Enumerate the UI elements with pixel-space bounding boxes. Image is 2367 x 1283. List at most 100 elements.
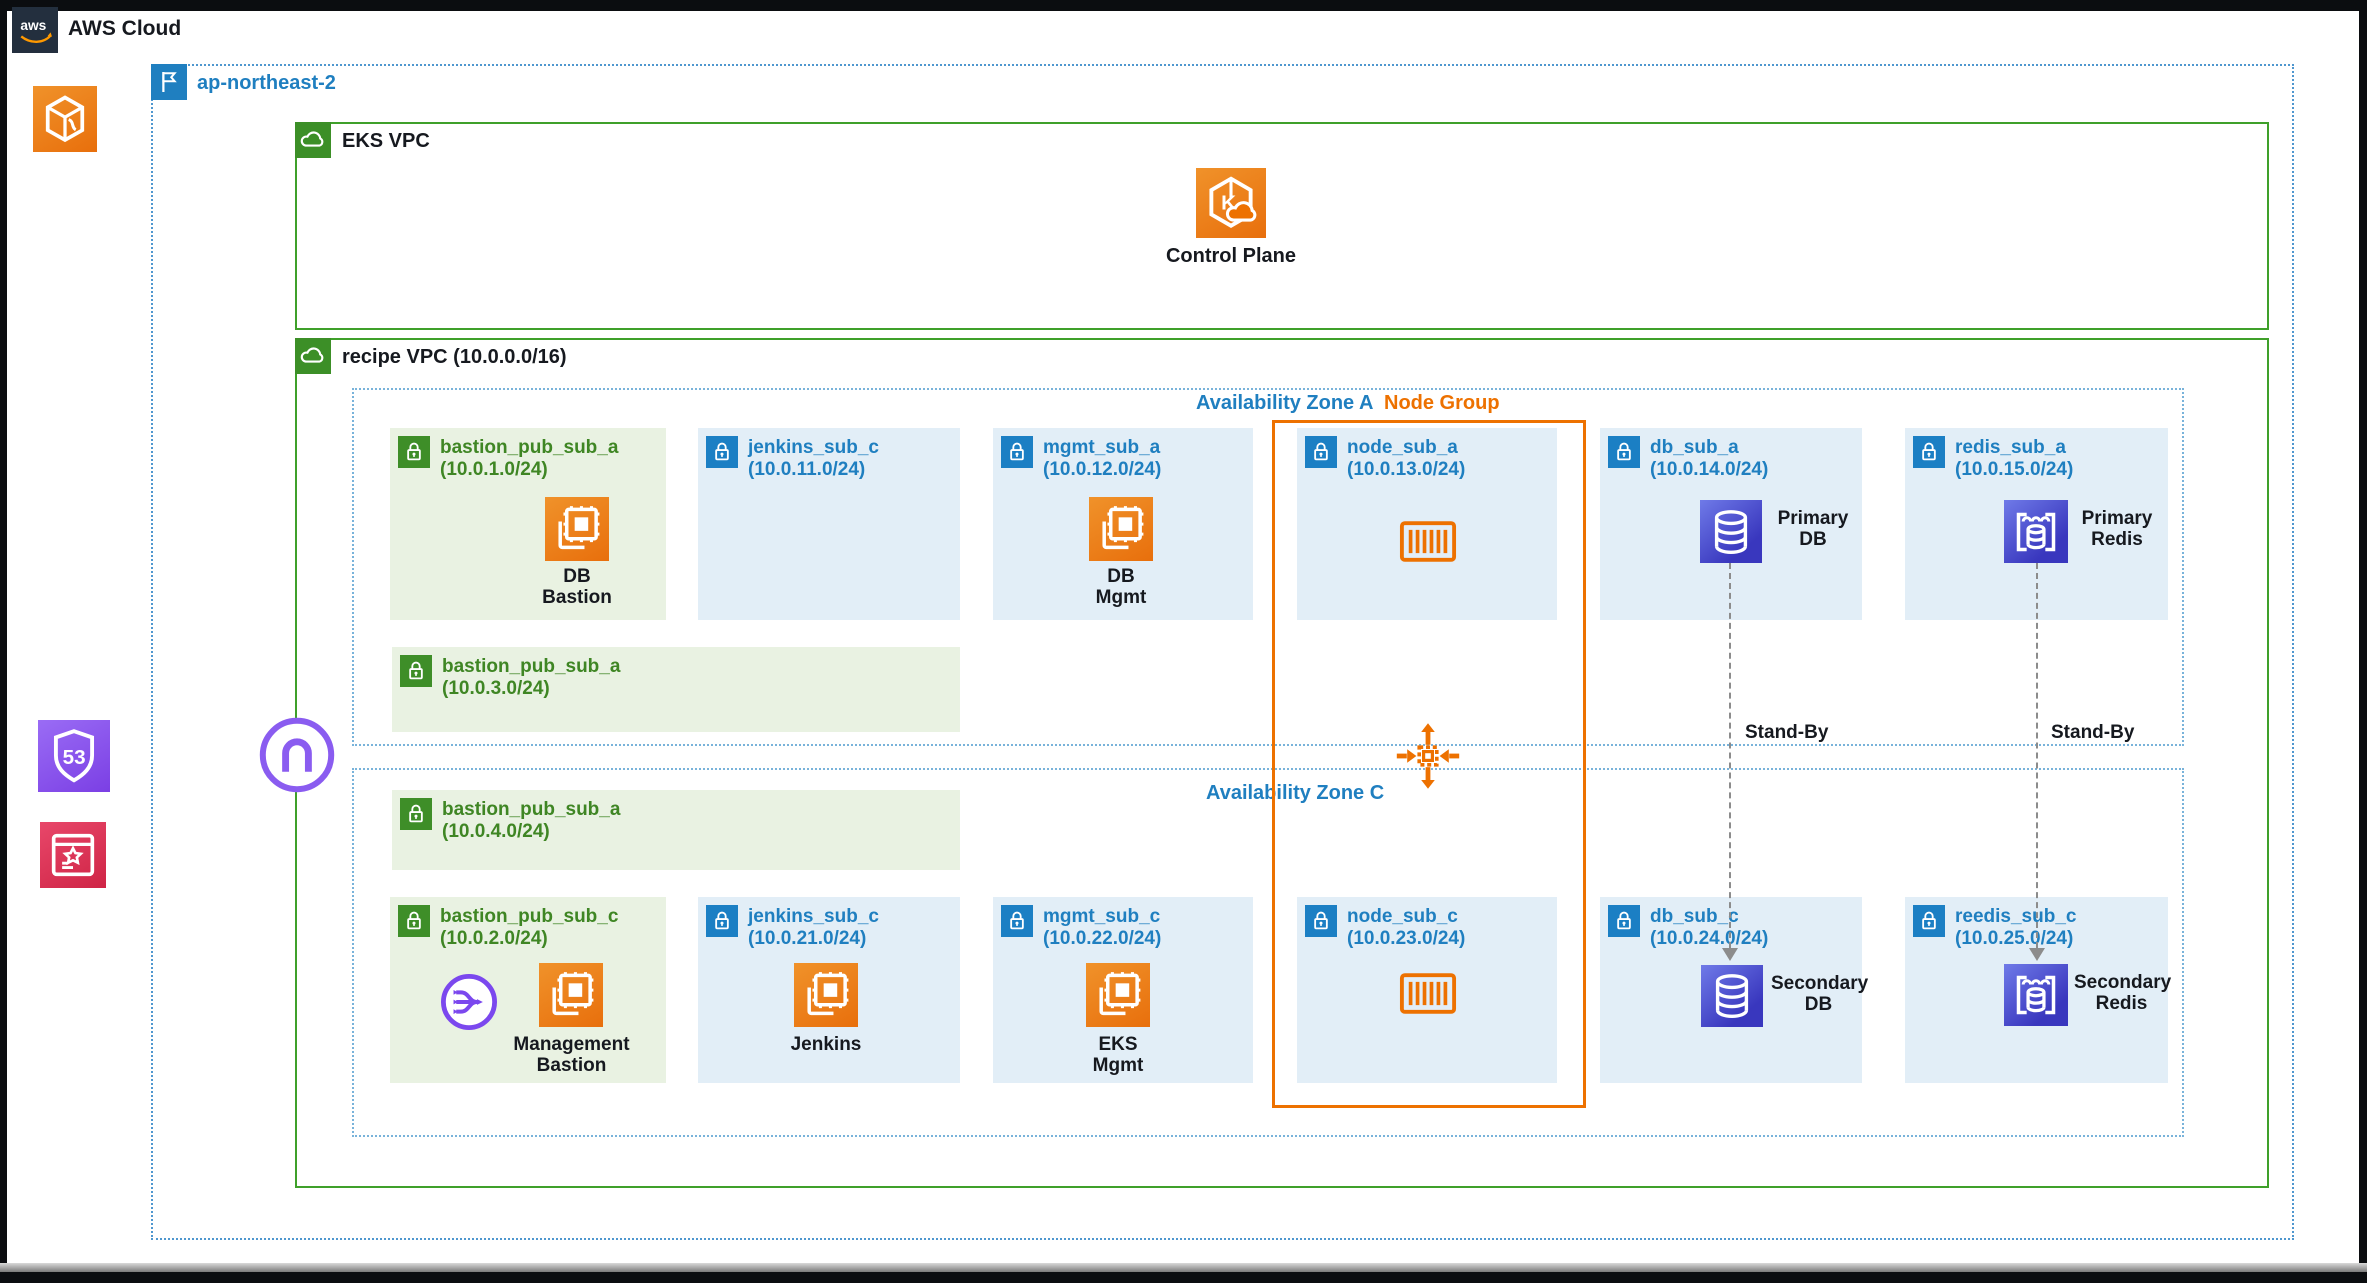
eks-mgmt-label: EKS Mgmt xyxy=(1092,1034,1144,1076)
subnet-lock-icon xyxy=(400,798,432,830)
rds-primary-db-icon xyxy=(1700,500,1762,563)
standby-connector-redis xyxy=(2036,563,2038,948)
ec2-eks-mgmt-icon xyxy=(1086,963,1150,1027)
ec2-db-mgmt-icon xyxy=(1089,497,1153,561)
subnet-name: bastion_pub_sub_a xyxy=(442,656,621,677)
subnet-name: node_sub_c xyxy=(1347,906,1458,927)
subnet-name: reedis_sub_c xyxy=(1955,906,2077,927)
subnet-cidr: (10.0.3.0/24) xyxy=(442,678,550,699)
subnet-lock-icon xyxy=(400,655,432,687)
subnet-lock-icon xyxy=(706,905,738,937)
region-box xyxy=(151,64,2294,1240)
container-registry-icon xyxy=(33,86,97,152)
subnet-bastion-pub-sub-a-3: bastion_pub_sub_a(10.0.4.0/24) xyxy=(392,790,960,870)
eks-vpc-box xyxy=(295,122,2269,330)
subnet-node-sub-a: node_sub_a(10.0.13.0/24) xyxy=(1297,428,1557,620)
standby-redis-label: Stand-By xyxy=(2048,722,2138,744)
window-bottom-edge xyxy=(0,1263,2367,1272)
subnet-jenkins-sub-c-1: jenkins_sub_c(10.0.11.0/24) xyxy=(698,428,960,620)
subnet-bastion-pub-sub-a-1: bastion_pub_sub_a(10.0.1.0/24) xyxy=(390,428,666,620)
subnet-bastion-pub-sub-a-2: bastion_pub_sub_a(10.0.3.0/24) xyxy=(392,647,960,732)
subnet-name: bastion_pub_sub_c xyxy=(440,906,619,927)
subnet-cidr: (10.0.4.0/24) xyxy=(442,821,550,842)
subnet-lock-icon xyxy=(1001,436,1033,468)
secondary-redis-label: Secondary Redis xyxy=(2074,972,2172,1014)
ec2-db-bastion-icon xyxy=(545,497,609,561)
nat-gateway-icon xyxy=(258,716,336,794)
eks-vpc-icon xyxy=(295,122,331,158)
control-plane-label: Control Plane xyxy=(1165,245,1296,267)
subnet-name: jenkins_sub_c xyxy=(748,437,879,458)
subnet-name: node_sub_a xyxy=(1347,437,1458,458)
container-node-a-icon xyxy=(1399,520,1457,563)
subnet-lock-icon xyxy=(1913,436,1945,468)
region-label: ap-northeast-2 xyxy=(197,72,336,94)
db-mgmt-label: DB Mgmt xyxy=(1095,566,1147,608)
primary-db-label: Primary DB xyxy=(1777,508,1849,550)
subnet-lock-icon xyxy=(1608,905,1640,937)
subnet-mgmt-sub-c: mgmt_sub_c(10.0.22.0/24) xyxy=(993,897,1253,1083)
standby-db-label: Stand-By xyxy=(1742,722,1832,744)
eks-vpc-label: EKS VPC xyxy=(342,130,430,152)
secondary-db-label: Secondary DB xyxy=(1771,973,1869,1015)
subnet-cidr: (10.0.11.0/24) xyxy=(748,459,866,480)
subnet-lock-icon xyxy=(1305,436,1337,468)
subnet-node-sub-c: node_sub_c(10.0.23.0/24) xyxy=(1297,897,1557,1083)
standby-arrow-redis xyxy=(2029,948,2045,961)
az-c-box xyxy=(352,768,2184,1137)
subnet-cidr: (10.0.2.0/24) xyxy=(440,928,548,949)
recipe-vpc-icon xyxy=(295,338,331,374)
subnet-lock-icon xyxy=(1608,436,1640,468)
ec2-management-bastion-icon xyxy=(539,963,603,1027)
route53-icon xyxy=(38,720,110,792)
aws-cloud-label: AWS Cloud xyxy=(68,17,182,40)
subnet-name: jenkins_sub_c xyxy=(748,906,879,927)
subnet-cidr: (10.0.13.0/24) xyxy=(1347,459,1466,480)
auto-scaling-icon xyxy=(1392,720,1464,792)
db-bastion-label: DB Bastion xyxy=(542,566,612,608)
subnet-name: bastion_pub_sub_a xyxy=(440,437,619,458)
subnet-cidr: (10.0.15.0/24) xyxy=(1955,459,2074,480)
jenkins-label: Jenkins xyxy=(790,1034,862,1055)
subnet-lock-icon xyxy=(1913,905,1945,937)
subnet-cidr: (10.0.23.0/24) xyxy=(1347,928,1466,949)
subnet-name: db_sub_a xyxy=(1650,437,1739,458)
elasticache-primary-redis-icon xyxy=(2004,500,2068,563)
subnet-name: mgmt_sub_c xyxy=(1043,906,1161,927)
subnet-cidr: (10.0.24.0/24) xyxy=(1650,928,1769,949)
subnet-lock-icon xyxy=(706,436,738,468)
subnet-lock-icon xyxy=(398,905,430,937)
subnet-name: redis_sub_a xyxy=(1955,437,2066,458)
subnet-cidr: (10.0.1.0/24) xyxy=(440,459,548,480)
az-a-box xyxy=(352,388,2184,746)
primary-redis-label: Primary Redis xyxy=(2081,508,2153,550)
aws-cloud-logo xyxy=(12,7,58,53)
eks-control-plane-icon xyxy=(1196,168,1266,238)
standby-connector-db xyxy=(1729,563,1731,948)
subnet-name: db_sub_c xyxy=(1650,906,1739,927)
node-group-label: Node Group xyxy=(1380,392,1504,415)
ec2-jenkins-icon xyxy=(794,963,858,1027)
container-node-c-icon xyxy=(1399,972,1457,1015)
subnet-cidr: (10.0.21.0/24) xyxy=(748,928,867,949)
session-manager-icon xyxy=(437,970,501,1034)
subnet-name: bastion_pub_sub_a xyxy=(442,799,621,820)
subnet-cidr: (10.0.25.0/24) xyxy=(1955,928,2074,949)
subnet-cidr: (10.0.12.0/24) xyxy=(1043,459,1162,480)
subnet-lock-icon xyxy=(398,436,430,468)
standby-arrow-db xyxy=(1722,948,1738,961)
subnet-name: mgmt_sub_a xyxy=(1043,437,1161,458)
management-bastion-label: Management Bastion xyxy=(513,1034,630,1076)
subnet-cidr: (10.0.22.0/24) xyxy=(1043,928,1162,949)
subnet-bastion-pub-sub-c: bastion_pub_sub_c(10.0.2.0/24) xyxy=(390,897,666,1083)
recipe-vpc-label: recipe VPC (10.0.0.0/16) xyxy=(342,346,567,368)
subnet-lock-icon xyxy=(1001,905,1033,937)
certificate-manager-icon xyxy=(40,822,106,888)
az-a-label: Availability Zone A xyxy=(1192,392,1378,415)
node-group-box xyxy=(1272,420,1586,1108)
subnet-lock-icon xyxy=(1305,905,1337,937)
rds-secondary-db-icon xyxy=(1701,965,1763,1027)
elasticache-secondary-redis-icon xyxy=(2004,964,2068,1026)
subnet-cidr: (10.0.14.0/24) xyxy=(1650,459,1769,480)
